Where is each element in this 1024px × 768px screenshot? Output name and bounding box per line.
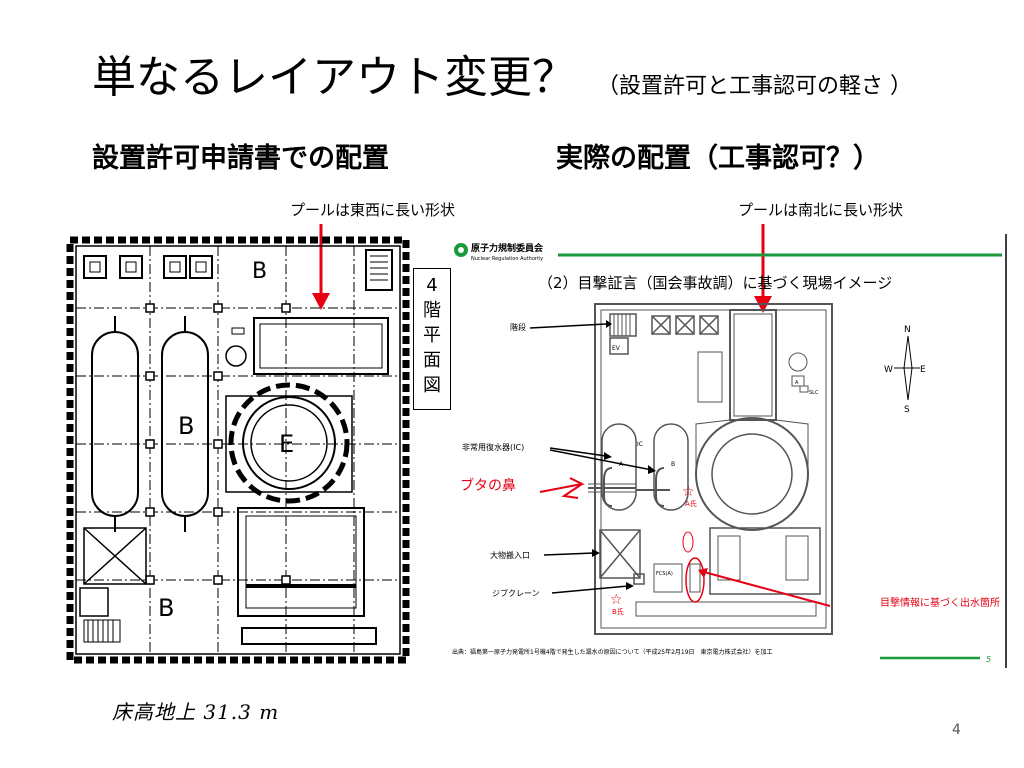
ev-label: EV (612, 345, 621, 352)
pig-nose-label: ブタの鼻 (460, 477, 516, 494)
compass-south: S (904, 405, 910, 415)
stairs-label: 階段 (510, 322, 526, 332)
star-icon-a: ☆ (682, 484, 695, 500)
compass-east: E (920, 365, 926, 375)
area-b-middle-label: B (178, 412, 194, 440)
crane-label: ジブクレーン (492, 588, 540, 598)
actual-floor-plan-figure: 原子力規制委員会 Nuclear Regulation Authority （2… (452, 234, 1007, 668)
floor-height-note: 床高地上 31.3 m (112, 700, 280, 724)
floor-label-char: 4 (426, 275, 438, 296)
ic-label: 非常用復水器(IC) (462, 442, 524, 452)
compass-rose: N W E S (884, 325, 926, 415)
right-pool-callout: プールは南北に長い形状 (738, 201, 904, 219)
figure-heading: （2）目撃証言（国会事故調）に基づく現場イメージ (538, 274, 892, 292)
ic-short-label: IC (637, 441, 643, 448)
compass-north: N (904, 325, 911, 335)
left-subhead: 設置許可申請書での配置 (92, 143, 389, 174)
person-b-label: B氏 (612, 607, 624, 616)
left-pool-callout: プールは東西に長い形状 (290, 201, 456, 219)
permit-floor-plan: B B E (66, 236, 410, 664)
entrance-label: 大物搬入口 (490, 550, 530, 560)
compass-west: W (884, 365, 893, 375)
leak-label: 目撃情報に基づく出水箇所 (880, 596, 1000, 609)
source-citation: 出典：福島第一原子力発電所1号機4階で発生した漏水の原因について（平成25年2月… (452, 648, 773, 656)
slc-label: SLC (809, 390, 819, 396)
pig-nose-arrow (539, 477, 586, 499)
slide-title: 単なるレイアウト変更？ (92, 52, 576, 103)
figure-slide-number: 5 (986, 655, 991, 664)
tank-a-small-label: A (795, 380, 799, 386)
tank-b-label: B (671, 461, 675, 468)
left-callout-arrow (312, 224, 330, 310)
area-b-top-label: B (252, 259, 267, 284)
floor-label-char: 面 (423, 350, 441, 371)
org-name-en: Nuclear Regulation Authority (471, 256, 543, 262)
floor-label-box: 4 階 平 面 図 (413, 268, 451, 410)
floor-label-char: 図 (423, 375, 441, 396)
page-number: 4 (952, 722, 961, 738)
person-a-label: A氏 (685, 499, 697, 508)
leak-point-oval (685, 557, 705, 603)
floor-label-char: 平 (423, 325, 441, 346)
right-subhead: 実際の配置（工事認可？） (556, 143, 880, 174)
fcs-label: FCS(A) (656, 571, 673, 577)
org-name: 原子力規制委員会 (471, 242, 544, 254)
area-e-label: E (279, 430, 294, 458)
star-icon-b: ☆ (610, 592, 623, 608)
area-b-bottom-label: B (158, 594, 174, 622)
slide-subtitle: （設置許可と工事認可の軽さ ） (597, 74, 912, 99)
floor-label-char: 階 (423, 300, 441, 321)
